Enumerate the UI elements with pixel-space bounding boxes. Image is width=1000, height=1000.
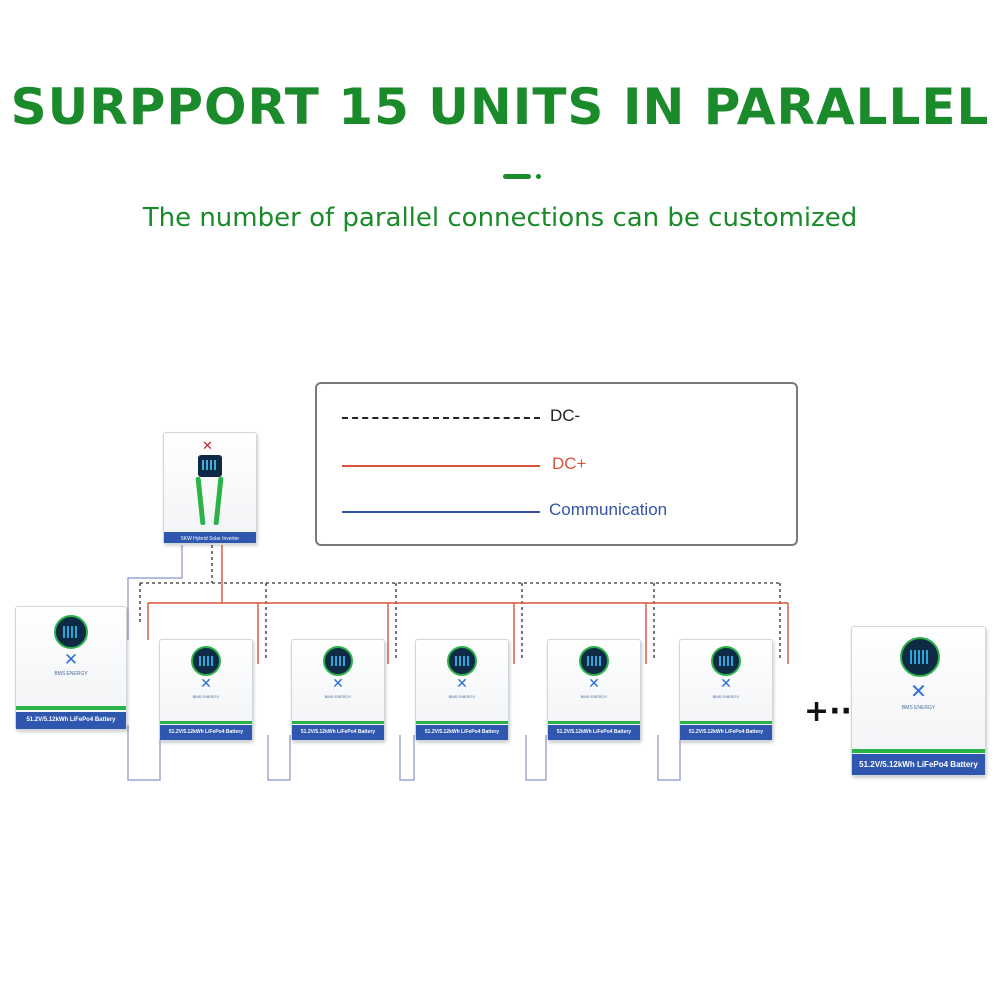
brand-logo-icon: ✕ [588,676,600,692]
battery-unit: ✕ BMS ENERGY 51.2V/5.12kWh LiFePo4 Batte… [415,639,509,741]
battery-unit: ✕ BMS ENERGY 51.2V/5.12kWh LiFePo4 Batte… [547,639,641,741]
title-divider [503,174,531,179]
brand-logo-icon: ✕ [202,439,213,454]
battery-green-stripe [292,721,384,724]
brand-logo-icon: ✕ [910,679,927,703]
battery-unit: ✕ BMS ENERGY 51.2V/5.12kWh LiFePo4 Batte… [679,639,773,741]
battery-label: 51.2V/5.12kWh LiFePo4 Battery [160,725,252,740]
inverter-green-stripe [213,477,224,525]
dc-negative-line-sample [342,417,540,419]
battery-label: 51.2V/5.12kWh LiFePo4 Battery [416,725,508,740]
battery-display [711,646,741,676]
battery-unit: ✕ BMS ENERGY 51.2V/5.12kWh LiFePo4 Batte… [851,626,986,776]
battery-display [54,615,88,649]
battery-green-stripe [548,721,640,724]
communication-line-sample [342,511,540,513]
battery-green-stripe [852,749,985,753]
battery-unit: ✕ BMS ENERGY 51.2V/5.12kWh LiFePo4 Batte… [291,639,385,741]
comm-wire-inverter [127,545,183,640]
legend-label-communication: Communication [549,500,668,519]
battery-display [900,637,940,677]
battery-green-stripe [416,721,508,724]
title-divider-dot [536,174,541,179]
inverter-label: 5KW Hybrid Solar Inverter [180,536,240,542]
communication-wiring [127,545,681,781]
battery-brand: BMS ENERGY [54,671,88,677]
inverter-footer-panel [164,532,256,543]
battery-brand: BMS ENERGY [448,694,476,699]
battery-display [579,646,609,676]
inverter-green-stripe [195,477,206,525]
more-units-indicator: +·· [804,694,852,729]
battery-unit: ✕ BMS ENERGY 51.2V/5.12kWh LiFePo4 Batte… [159,639,253,741]
dc-positive-line-sample [342,465,540,467]
page-subtitle: The number of parallel connections can b… [142,203,858,233]
page-title: SURPPORT 15 UNITS IN PARALLEL [10,78,990,136]
battery-brand: BMS ENERGY [580,694,608,699]
battery-label: 51.2V/5.12kWh LiFePo4 Battery [680,725,772,740]
comm-link-5 [657,735,681,781]
comm-link-3 [399,735,415,781]
battery-display [447,646,477,676]
brand-logo-icon: ✕ [332,676,344,692]
battery-green-stripe [680,721,772,724]
brand-logo-icon: ✕ [63,650,79,670]
comm-link-4 [525,735,547,781]
battery-brand: BMS ENERGY [901,705,936,711]
battery-brand: BMS ENERGY [712,694,740,699]
dc-positive-wiring [147,545,789,664]
comm-link-2 [267,735,291,781]
hybrid-solar-inverter: ✕ 5KW Hybrid Solar Inverter [163,432,257,544]
battery-display [323,646,353,676]
legend-label-dc-negative: DC- [550,406,581,425]
wiring-legend: DC- DC+ Communication [315,382,798,546]
brand-logo-icon: ✕ [200,676,212,692]
brand-logo-icon: ✕ [456,676,468,692]
dc-negative-wiring [139,545,781,658]
battery-display [191,646,221,676]
battery-label: 51.2V/5.12kWh LiFePo4 Battery [16,712,126,729]
battery-label: 51.2V/5.12kWh LiFePo4 Battery [548,725,640,740]
battery-unit: ✕ BMS ENERGY 51.2V/5.12kWh LiFePo4 Batte… [15,606,127,730]
brand-logo-icon: ✕ [720,676,732,692]
battery-green-stripe [160,721,252,724]
battery-label: 51.2V/5.12kWh LiFePo4 Battery [852,754,985,775]
comm-link-1 [127,725,161,781]
battery-label: 51.2V/5.12kWh LiFePo4 Battery [292,725,384,740]
legend-label-dc-positive: DC+ [552,454,587,473]
battery-green-stripe [16,706,126,710]
inverter-display [198,455,222,477]
battery-brand: BMS ENERGY [324,694,352,699]
battery-brand: BMS ENERGY [192,694,220,699]
